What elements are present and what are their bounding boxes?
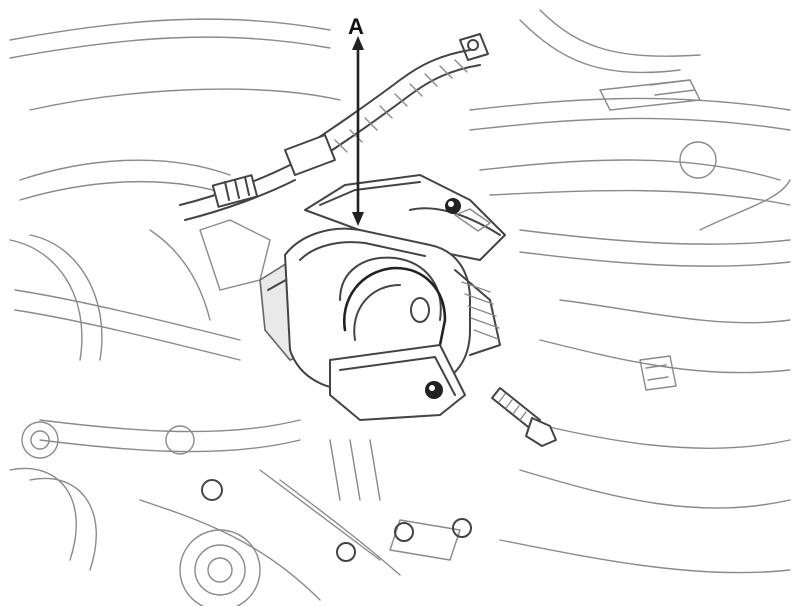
bolts xyxy=(201,198,557,562)
background-hoses xyxy=(9,9,791,606)
harness-wrap xyxy=(299,33,489,166)
callout-arrow xyxy=(352,36,364,226)
main-component xyxy=(259,174,506,421)
harness-connector xyxy=(179,134,336,221)
callout-label-a: A xyxy=(348,14,364,39)
